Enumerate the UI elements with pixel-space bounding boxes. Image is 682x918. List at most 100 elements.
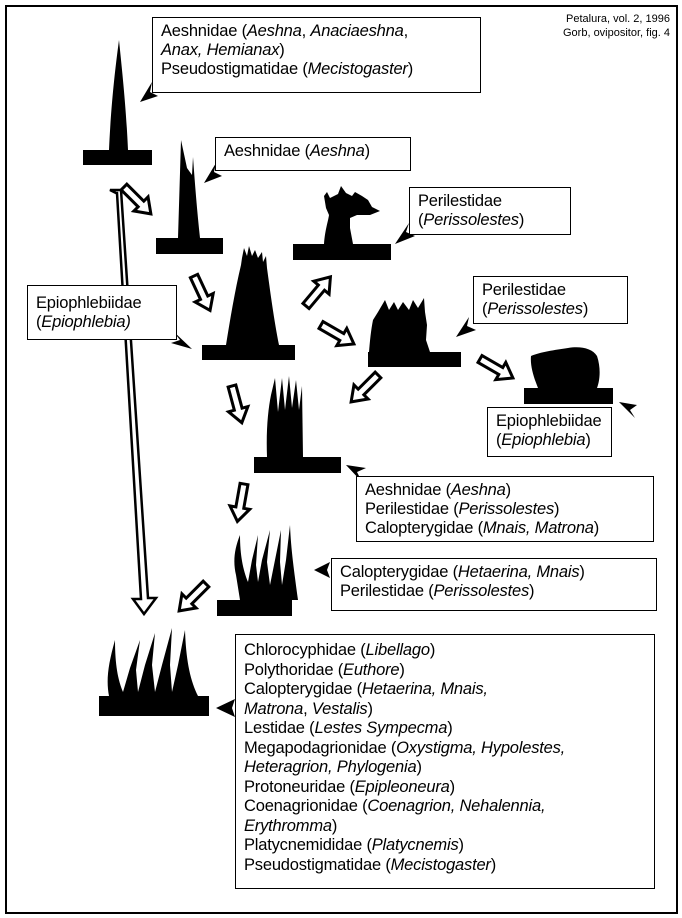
- label-line: Perilestidae (Perissolestes): [340, 582, 648, 601]
- family-text: ): [407, 60, 414, 78]
- ovipositor-rounded-block: [524, 347, 613, 404]
- genus-name: Anax, Hemianax: [161, 41, 280, 59]
- label-line: Perilestidae (Perissolestes): [365, 500, 645, 519]
- ovipositor-single-spike: [83, 40, 152, 165]
- family-text: ): [458, 836, 465, 854]
- figure-credit: Petalura, vol. 2, 1996 Gorb, ovipositor,…: [563, 12, 670, 40]
- family-text: ): [449, 777, 456, 796]
- family-text: (: [482, 300, 488, 318]
- label-line: Heteragrion, Phylogenia): [244, 758, 646, 778]
- label-line: Epiophlebiidae: [496, 412, 603, 431]
- label-line: Epiophlebiidae: [36, 294, 168, 313]
- label-aeshnidae-top: Aeshnidae (Aeshna, Anaciaeshna,Anax, Hem…: [152, 17, 481, 93]
- family-text: Perilestidae (: [340, 582, 434, 600]
- family-text: (: [418, 211, 424, 229]
- label-line: Aeshnidae (Aeshna): [224, 142, 402, 161]
- genus-name: Matrona: [244, 699, 304, 718]
- family-text: ,: [403, 22, 409, 40]
- family-text: Perilestidae: [418, 192, 502, 210]
- ovipositor-serrated-block: [368, 298, 461, 367]
- family-text: ): [593, 519, 600, 537]
- family-text: Pseudostigmatidae (: [161, 60, 308, 78]
- ovipositor-serrated-flag: [293, 186, 391, 260]
- label-zygoptera-list: Chlorocyphidae (Libellago)Polythoridae (…: [235, 634, 655, 889]
- genus-name: Epiophlebia: [41, 313, 126, 331]
- family-text: ): [490, 855, 497, 874]
- family-text: Coenagrionidae (: [244, 797, 368, 815]
- hollow-arrow-2: [183, 270, 221, 317]
- family-text: ): [447, 719, 453, 737]
- family-text: Calopterygidae (: [244, 680, 362, 698]
- family-text: Calopterygidae (: [340, 563, 458, 581]
- genus-name: Mecistogaster: [307, 60, 408, 78]
- genus-name: Platycnemis: [371, 836, 459, 854]
- family-text: Aeshnidae (: [161, 22, 247, 40]
- label-line: Perilestidae: [418, 192, 562, 211]
- family-text: Lestidae (: [244, 719, 315, 737]
- label-line: Calopterygidae (Hetaerina, Mnais,: [244, 680, 646, 700]
- label-perilestidae-2: Perilestidae(Perissolestes): [473, 276, 628, 324]
- family-text: ): [518, 211, 525, 229]
- pointer-7: [346, 465, 366, 482]
- label-epiophlebiidae-right: Epiophlebiidae(Epiophlebia): [487, 407, 612, 457]
- genus-name: Epiophlebia: [501, 431, 586, 449]
- hollow-arrow-4: [314, 314, 361, 355]
- family-text: ): [529, 582, 535, 600]
- family-text: Chlorocyphidae (: [244, 641, 366, 659]
- family-text: ,: [301, 22, 311, 40]
- family-text: Calopterygidae (: [365, 519, 483, 537]
- family-text: Protoneuridae (: [244, 777, 355, 796]
- label-line: Lestidae (Lestes Sympecma): [244, 719, 646, 739]
- label-line: Calopterygidae (Hetaerina, Mnais): [340, 563, 648, 582]
- genus-name: Hetaerina, Mnais: [457, 563, 580, 581]
- genus-name: Heteragrion, Phylogenia: [244, 758, 417, 776]
- family-text: Epiophlebiidae: [36, 294, 142, 312]
- label-line: Chlorocyphidae (Libellago): [244, 641, 646, 661]
- hollow-arrow-3: [296, 268, 340, 314]
- genus-name: Aeshna: [450, 481, 506, 499]
- label-line: Megapodagrionidae (Oxystigma, Hypolestes…: [244, 739, 646, 759]
- pointer-1: [140, 82, 158, 102]
- ovipositor-five-blades: [217, 525, 298, 616]
- label-line: (Perissolestes): [418, 211, 562, 230]
- credit-figure: Gorb, ovipositor, fig. 4: [563, 27, 670, 39]
- family-text: Platycnemididae (: [244, 836, 372, 854]
- family-text: ): [279, 41, 285, 59]
- label-line: Coenagrionidae (Coenagrion, Nehalennia,: [244, 797, 646, 817]
- label-calopterygidae-perilestidae: Calopterygidae (Hetaerina, Mnais)Periles…: [331, 558, 657, 611]
- label-line: Aeshnidae (Aeshna): [365, 481, 645, 500]
- label-line: Perilestidae: [482, 281, 619, 300]
- label-line: Pseudostigmatidae (Mecistogaster): [161, 60, 472, 79]
- ovipositor-double-spike: [156, 140, 223, 254]
- label-line: (Epiophlebia): [36, 313, 168, 332]
- genus-name: Aeshna: [309, 142, 365, 160]
- genus-name: Lestes Sympecma: [314, 719, 448, 737]
- label-line: (Perissolestes): [482, 300, 619, 319]
- family-text: Aeshnidae (: [224, 142, 310, 160]
- family-text: ): [579, 563, 585, 581]
- hollow-arrow-9: [170, 575, 215, 620]
- family-text: Perilestidae: [482, 281, 566, 299]
- family-text: Pseudostigmatidae (: [244, 855, 391, 874]
- label-line: Erythromma): [244, 817, 646, 837]
- family-text: ): [367, 699, 373, 718]
- family-text: ): [582, 300, 589, 318]
- label-line: Pseudostigmatidae (Mecistogaster): [244, 856, 646, 876]
- family-text: Epiophlebiidae: [496, 412, 602, 430]
- genus-name: Oxystigma, Hypolestes,: [396, 738, 566, 757]
- label-line: Protoneuridae (Epipleoneura): [244, 778, 646, 798]
- genus-name: Vestalis: [311, 699, 368, 718]
- family-text: (: [496, 431, 502, 449]
- label-line: Polythoridae (Euthore): [244, 661, 646, 681]
- family-text: ): [429, 641, 436, 659]
- family-text: Aeshnidae (: [365, 481, 451, 499]
- hollow-arrow-6: [342, 366, 387, 411]
- label-line: Aeshnidae (Aeshna, Anaciaeshna,: [161, 22, 472, 41]
- family-text: Megapodagrionidae (: [244, 738, 397, 757]
- ovipositor-multi-spike: [254, 376, 341, 473]
- hollow-arrow-8: [226, 480, 256, 525]
- pointer-arrowheads: [140, 82, 637, 717]
- ovipositor-five-blades-wide: [99, 628, 209, 716]
- family-text: (: [36, 313, 42, 331]
- label-line: Anax, Hemianax): [161, 41, 472, 60]
